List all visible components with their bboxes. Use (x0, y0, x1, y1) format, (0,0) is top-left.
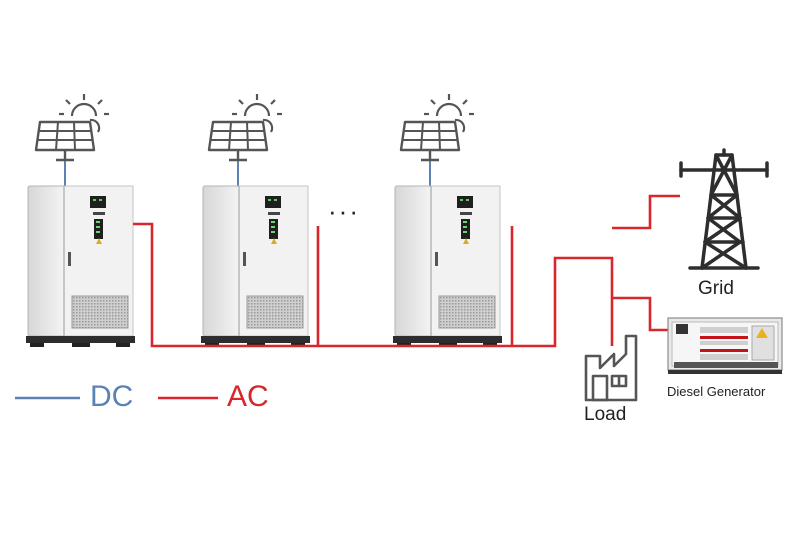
inverter-cabinet-2 (200, 185, 311, 348)
more-units-ellipsis: ··· (328, 196, 360, 226)
legend-dc-label: DC (90, 380, 134, 413)
diesel-generator-label: Diesel Generator (667, 384, 766, 399)
diesel-generator-icon (667, 317, 783, 374)
grid-label: Grid (698, 278, 734, 299)
solar-panel-icon (399, 92, 476, 162)
inverter-cabinet-1 (25, 185, 136, 348)
ac-bus (133, 194, 680, 348)
legend-ac-label: AC (227, 380, 269, 413)
load-label: Load (584, 404, 627, 425)
inverter-cabinet-3 (392, 185, 503, 348)
transmission-tower-icon (679, 148, 769, 270)
factory-icon (584, 334, 638, 402)
solar-panel-icon (34, 92, 111, 162)
solar-panel-icon (207, 92, 284, 162)
